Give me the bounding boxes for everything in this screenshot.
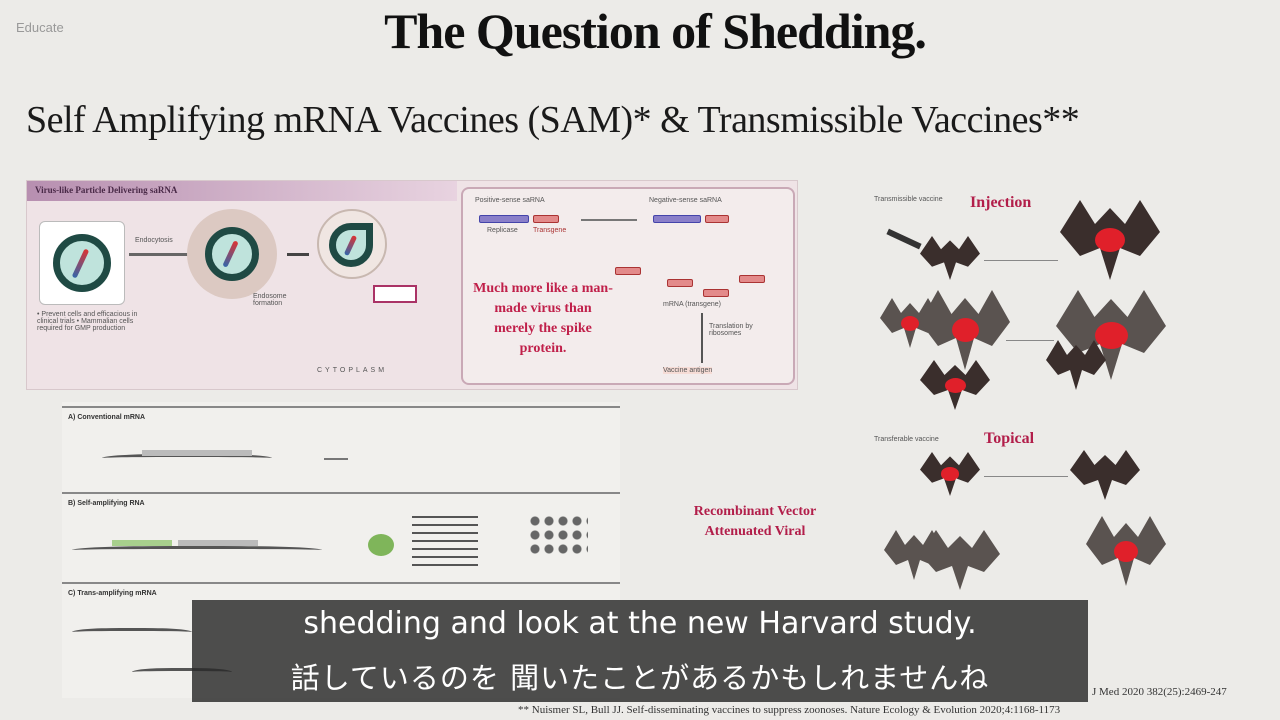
caption-japanese: 話しているのを 聞いたことがあるかもしれませんね (290, 661, 990, 695)
mrna-label: mRNA (transgene) (663, 301, 721, 308)
injection-note: Transmissible vaccine (874, 196, 943, 203)
gene-block (178, 540, 258, 546)
bat-icon (1070, 450, 1140, 500)
recombinant-vector-label: Recombinant Vector (693, 504, 817, 519)
mrna-copy (739, 275, 765, 283)
mrna-copy (703, 289, 729, 297)
virus-particle-icon (205, 227, 259, 281)
man-made-virus-claim: Much more like a man-made virus than mer… (473, 281, 613, 356)
translation-label: Translation by ribosomes (709, 323, 753, 337)
figure-header: Virus-like Particle Delivering saRNA (27, 181, 457, 201)
reference-1: J Med 2020 382(25):2469-247 (1092, 686, 1227, 698)
bat-icon (920, 360, 990, 410)
arrow-icon (984, 260, 1058, 261)
replication-panel: Positive-sense saRNA Negative-sense saRN… (461, 187, 795, 385)
arrow-icon (287, 253, 309, 256)
figure-notes: • Prevent cells and efficacious in clini… (37, 311, 138, 332)
transgene-gene (705, 215, 729, 223)
virus-box (39, 221, 125, 305)
panel-self-amplifying-rna: B) Self-amplifying RNA (62, 492, 620, 582)
bat-icon (920, 452, 980, 496)
syringe-icon (886, 228, 922, 250)
topical-note: Transferable vaccine (874, 436, 939, 443)
channel-brand: Educate (16, 20, 64, 35)
arrow-icon (129, 253, 199, 256)
transgene-gene (533, 215, 559, 223)
bat-icon (920, 290, 1010, 370)
gene-block (142, 450, 252, 456)
sarna-figure: Virus-like Particle Delivering saRNA • P… (26, 180, 798, 390)
subtitle-caption-box (192, 600, 1088, 702)
vector-type-label: Recombinant Vector Attenuated Viral (640, 502, 870, 542)
mrna-strand (72, 628, 192, 638)
antigens-icon (528, 514, 588, 554)
arrow-icon (1006, 340, 1054, 341)
panel-label: C) Trans-amplifying mRNA (68, 590, 157, 597)
virus-particle-icon (53, 234, 111, 292)
bat-icon (920, 530, 1000, 590)
arrow-icon (701, 313, 703, 363)
mrna-copy (667, 279, 693, 287)
topical-label: Topical (984, 430, 1035, 447)
panel-label: A) Conventional mRNA (68, 414, 145, 421)
transgene-label: Transgene (533, 227, 567, 234)
transmissible-vaccine-figure: Transmissible vaccine Injection Transfer… (860, 180, 1190, 600)
positive-sense-label: Positive-sense saRNA (475, 197, 545, 204)
negative-sense-label: Negative-sense saRNA (649, 197, 722, 204)
arrow-icon (581, 219, 637, 221)
replicase-label: Replicase (487, 227, 518, 234)
injection-label: Injection (970, 194, 1032, 211)
bat-icon (1046, 340, 1106, 390)
virus-particle-icon (329, 223, 373, 267)
rna-copies-icon (412, 510, 478, 566)
slide-title: The Question of Shedding. (384, 3, 927, 59)
reference-2: ** Nuismer SL, Bull JJ. Self-disseminati… (518, 704, 1061, 716)
replication-icon (368, 534, 394, 556)
panel-label: B) Self-amplifying RNA (68, 500, 145, 507)
endocytosis-label: Endocytosis (135, 237, 173, 244)
caption-english: shedding and look at the new Harvard stu… (303, 606, 977, 641)
bat-icon (920, 236, 980, 280)
vaccine-antigen-label: Vaccine antigen (663, 367, 713, 374)
bat-icon (1086, 516, 1166, 586)
replicase-block (112, 540, 172, 546)
mrna-strand (132, 668, 232, 678)
attenuated-viral-label: Attenuated Viral (704, 524, 806, 539)
cytoplasm-label: CYTOPLASM (317, 367, 388, 374)
bat-icon (1060, 200, 1160, 280)
rna-release-box (373, 285, 417, 303)
panel-trans-amplifying-mrna: C) Trans-amplifying mRNA (62, 582, 620, 698)
replicase-gene (653, 215, 701, 223)
replicase-gene (479, 215, 529, 223)
endosome-label: Endosome formation (253, 293, 287, 307)
slide-subtitle: Self Amplifying mRNA Vaccines (SAM)* & T… (26, 99, 1080, 141)
arrow-icon (324, 458, 348, 460)
mrna-copy (615, 267, 641, 275)
arrow-icon (984, 476, 1068, 477)
mrna-strand (72, 546, 322, 556)
panel-conventional-mrna: A) Conventional mRNA (62, 406, 620, 492)
